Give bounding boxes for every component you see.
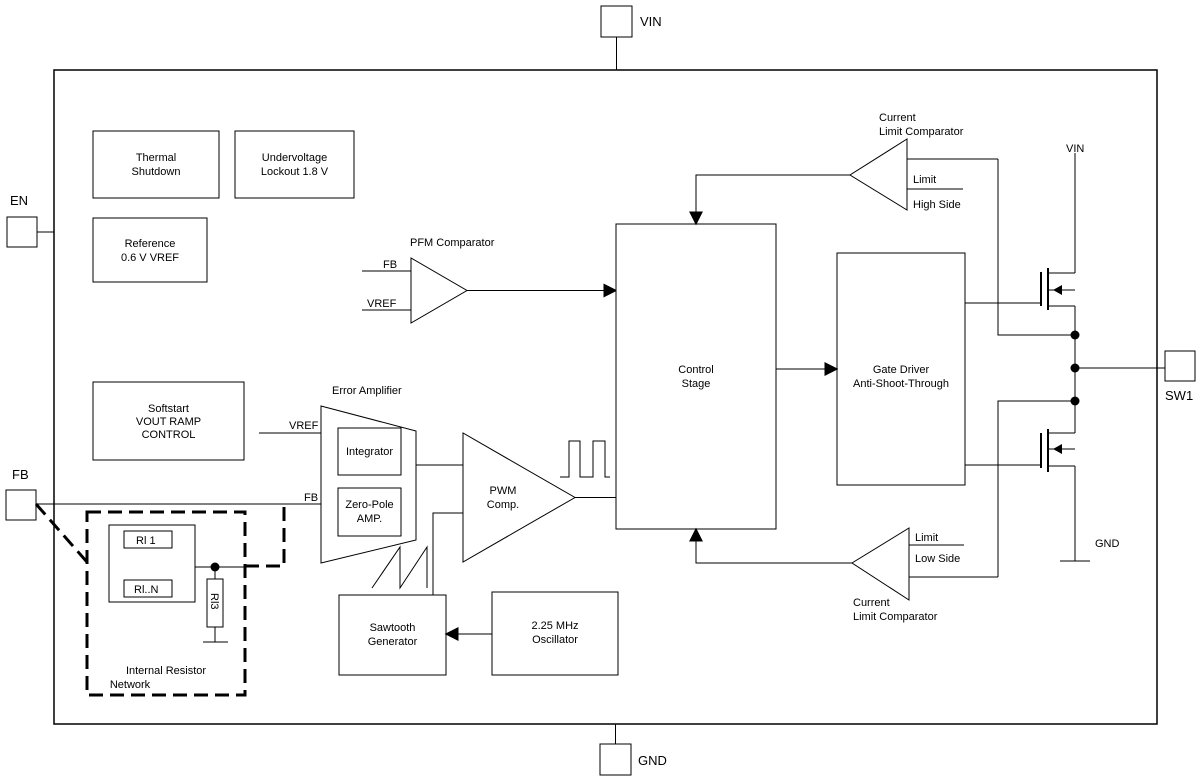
junction-dot-mid [1070, 363, 1080, 373]
rl1-label: Rl 1 [136, 535, 156, 547]
zero-pole-amp-block [337, 487, 402, 537]
en-pin-label: EN [10, 193, 28, 208]
fb-pin: FB [5, 467, 37, 521]
high-side-current-limit-comparator: Current Limit Comparator Limit High Side [849, 112, 998, 211]
oscillator-block: 2.25 MHz Oscillator [491, 591, 619, 676]
reference-label-1: Reference [125, 238, 176, 250]
ea-fb-label: FB [304, 492, 318, 504]
error-amplifier-label: Error Amplifier [332, 385, 402, 397]
pfm-comparator: PFM Comparator FB VREF [362, 237, 618, 324]
integrator-block [337, 427, 402, 476]
sw1-pin: SW1 [1164, 350, 1196, 403]
clc-bot-label-2: Limit Comparator [853, 611, 938, 623]
irn-label-2: Network [110, 679, 151, 691]
high-side-mosfet: VIN [965, 143, 1084, 335]
gnd-pin: GND [599, 724, 667, 776]
softstart-label-3: CONTROL [142, 429, 196, 441]
junction-dot-top [1070, 330, 1080, 340]
control-stage-label-2: Stage [682, 378, 711, 390]
thermal-shutdown-label-1: Thermal [136, 152, 176, 164]
softstart-label-2: VOUT RAMP [136, 416, 201, 428]
vin-pin-label: VIN [640, 14, 662, 29]
uvlo-label-2: Lockout 1.8 V [261, 166, 329, 178]
gnd-pin-label: GND [638, 753, 667, 768]
low-side-current-limit-comparator: Current Limit Comparator Limit Low Side [851, 527, 998, 623]
clc-top-limit-label: Limit [913, 174, 936, 186]
rln-label: Rl..N [134, 584, 159, 596]
uvlo-label-1: Undervoltage [262, 152, 327, 164]
rln-resistor [123, 579, 173, 598]
pwm-label-2: Comp. [487, 499, 519, 511]
vin-pin: VIN [600, 5, 662, 70]
junction-dot-bottom [1070, 396, 1080, 406]
sw1-pin-label: SW1 [1165, 388, 1193, 403]
control-stage-block: Control Stage [615, 223, 777, 530]
ic-outline [53, 69, 1158, 725]
clc-top-side-label: High Side [913, 199, 961, 211]
ea-vref-label: VREF [289, 420, 319, 432]
irn-label-1: Internal Resistor [126, 665, 206, 677]
control-stage-label-1: Control [678, 364, 713, 376]
sawtooth-to-pwm-line [432, 512, 463, 595]
fb-pin-label: FB [12, 467, 29, 482]
sawtooth-label-1: Sawtooth [370, 622, 416, 634]
clc-top-label-1: Current [879, 112, 916, 124]
softstart-label-1: Softstart [148, 403, 189, 415]
gate-driver-block: Gate Driver Anti-Shoot-Through [836, 252, 966, 486]
switch-node [997, 159, 1165, 577]
softstart-block: Softstart VOUT RAMP CONTROL [92, 381, 245, 461]
reference-label-2: 0.6 V VREF [121, 252, 179, 264]
sawtooth-label-2: Generator [368, 636, 418, 648]
gate-driver-label-2: Anti-Shoot-Through [853, 378, 949, 390]
pfm-vref-label: VREF [367, 298, 397, 310]
low-side-mosfet: GND [965, 401, 1120, 562]
sawtooth-generator-block: Sawtooth Generator [338, 594, 447, 676]
sawtooth-waveform [371, 545, 428, 590]
clc-bot-limit-label: Limit [915, 532, 938, 544]
thermal-shutdown-block: Thermal Shutdown [92, 130, 220, 199]
internal-resistor-network: Rl 1 Rl..N Rl3 Internal Resistor Network [34, 503, 286, 697]
clc-bot-label-1: Current [853, 597, 890, 609]
clc-bot-to-control-arrow [689, 527, 852, 564]
clc-bot-side-label: Low Side [915, 553, 960, 565]
error-amplifier: Integrator Zero-Pole AMP. Error Amplifie… [289, 385, 417, 564]
rl3-label: Rl3 [208, 593, 220, 610]
clc-top-label-2: Limit Comparator [879, 126, 964, 138]
gnd-rail-label: GND [1095, 538, 1120, 550]
en-pin: EN [6, 193, 54, 248]
clc-top-to-control-arrow [689, 174, 850, 226]
undervoltage-lockout-block: Undervoltage Lockout 1.8 V [234, 130, 355, 199]
oscillator-label-1: 2.25 MHz [531, 620, 578, 632]
oscillator-label-2: Oscillator [532, 634, 578, 646]
integrator-label: Integrator [346, 446, 393, 458]
vin-rail-label: VIN [1066, 143, 1084, 155]
zero-pole-label-2: AMP. [357, 513, 382, 525]
pwm-comparator: PWM Comp. [462, 432, 577, 563]
zero-pole-label-1: Zero-Pole [345, 499, 393, 511]
gate-driver-label-1: Gate Driver [873, 364, 930, 376]
rl1-resistor [123, 530, 173, 549]
pfm-fb-label: FB [383, 259, 397, 271]
pfm-comparator-label: PFM Comparator [410, 237, 495, 249]
thermal-shutdown-label-2: Shutdown [132, 166, 181, 178]
pwm-label-1: PWM [490, 485, 517, 497]
pwm-pulse-waveform [560, 440, 610, 478]
reference-block: Reference 0.6 V VREF [92, 217, 208, 283]
